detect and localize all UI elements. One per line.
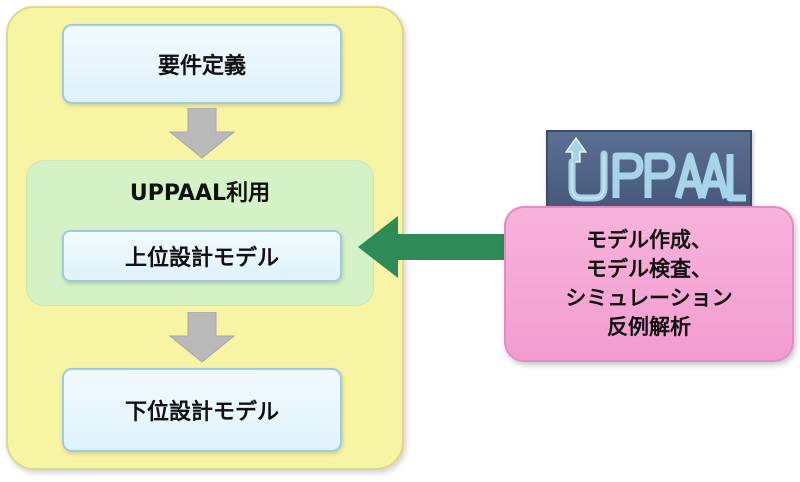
- upper-design-model-step: 上位設計モデル: [62, 230, 342, 282]
- function-model-checking: モデル検査、: [586, 257, 712, 281]
- uppaal-usage-title: UPPAAL利用: [129, 181, 271, 206]
- uppaal-functions-box: モデル作成、 モデル検査、 シミュレーション 反例解析: [504, 206, 794, 362]
- uppaal-logo: [546, 130, 752, 212]
- down-arrow-icon: [168, 312, 236, 363]
- uppaal-logo-icon: [564, 136, 746, 202]
- lower-design-model-label: 下位設計モデル: [124, 400, 279, 425]
- function-counterexample-analysis: 反例解析: [607, 315, 691, 339]
- upper-design-model-label: 上位設計モデル: [124, 246, 279, 271]
- down-arrow-icon: [168, 108, 236, 159]
- left-arrow-icon: [358, 216, 508, 278]
- requirements-label: 要件定義: [157, 54, 246, 79]
- lower-design-model-step: 下位設計モデル: [62, 368, 342, 452]
- function-model-creation: モデル作成、: [586, 228, 712, 252]
- function-simulation: シミュレーション: [565, 286, 733, 310]
- requirements-step: 要件定義: [62, 24, 342, 104]
